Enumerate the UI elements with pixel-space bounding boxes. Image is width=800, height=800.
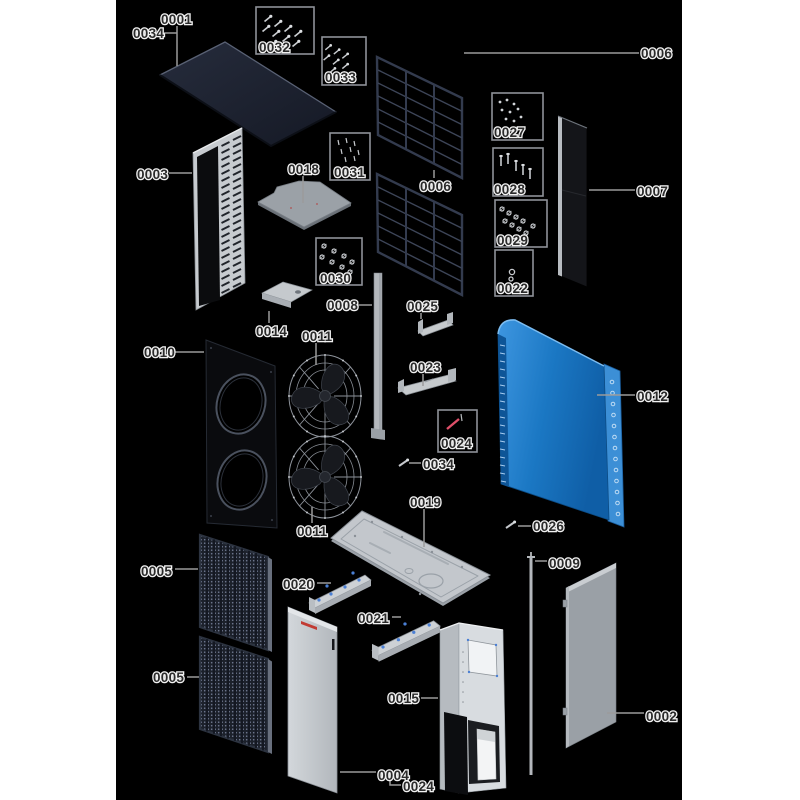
callout-0005-upper: 0005	[141, 564, 172, 579]
callout-0014: 0014	[256, 324, 287, 339]
hardware-box-0022	[494, 249, 534, 297]
callout-0021: 0021	[358, 611, 389, 626]
part-louvered-panel-0003	[192, 127, 246, 311]
callout-0002: 0002	[646, 709, 677, 724]
part-support-column-0008	[371, 272, 385, 440]
callout-0019: 0019	[410, 495, 441, 510]
callout-0020: 0020	[283, 577, 314, 592]
callout-0022: 0022	[497, 281, 528, 296]
hardware-box-0024	[437, 409, 478, 453]
callout-0011-lower: 0011	[297, 524, 328, 539]
hardware-box-0033	[321, 36, 367, 86]
callout-0018: 0018	[288, 162, 319, 177]
part-bracket-0023	[397, 368, 457, 396]
part-fan-panel-0010	[205, 339, 278, 529]
callout-0004: 0004	[378, 768, 409, 783]
callout-0011-upper: 0011	[302, 329, 333, 344]
red-pin	[446, 418, 460, 430]
callout-0009: 0009	[549, 556, 580, 571]
part-rear-panel-0002	[562, 562, 617, 749]
callout-0026: 0026	[533, 519, 564, 534]
part-bracket-0014	[261, 281, 313, 308]
callout-0006-mid: 0006	[420, 179, 451, 194]
callout-0012: 0012	[637, 389, 668, 404]
hardware-box-0027	[491, 92, 544, 141]
part-front-door-0004	[287, 606, 338, 794]
leader-lines	[164, 26, 644, 786]
part-top-cover-0001	[159, 41, 337, 148]
callout-0001: 0001	[161, 12, 192, 27]
callout-0024-bottom: 0024	[403, 779, 434, 794]
callout-0023: 0023	[410, 360, 441, 375]
callout-0032: 0032	[259, 40, 290, 55]
part-side-panel-0007	[557, 115, 588, 288]
callout-0028: 0028	[494, 182, 525, 197]
callout-0025: 0025	[407, 299, 438, 314]
part-top-plate-0018	[257, 180, 352, 230]
part-bracket-0025	[417, 312, 454, 337]
callout-0005-lower: 0005	[153, 670, 184, 685]
callout-0033: 0033	[325, 70, 356, 85]
hardware-box-0030	[315, 237, 363, 286]
part-base-plate-0019	[330, 510, 492, 606]
callout-0010: 0010	[144, 345, 175, 360]
part-rail-0020	[308, 571, 372, 614]
callout-0027: 0027	[494, 125, 525, 140]
callout-0029: 0029	[497, 233, 528, 248]
hardware-box-0028	[492, 147, 544, 197]
callout-0024-box: 0024	[441, 436, 472, 451]
callout-labels: 0034 0001 0032 0033 0006 0006 0027 0028 …	[132, 11, 679, 796]
callout-0007: 0007	[637, 184, 668, 199]
hardware-box-0032	[255, 6, 315, 55]
callout-0034-top: 0034	[133, 26, 164, 41]
callout-0031: 0031	[334, 165, 365, 180]
hardware-box-0029	[494, 199, 548, 248]
callout-0008: 0008	[327, 298, 358, 313]
callout-0030: 0030	[320, 271, 351, 286]
louver-slats	[221, 135, 242, 294]
callout-0003: 0003	[137, 167, 168, 182]
callout-0006-right: 0006	[641, 46, 672, 61]
hardware-box-0031	[329, 132, 371, 181]
callout-0034-mid: 0034	[423, 457, 454, 472]
part-rod-0009	[527, 552, 535, 775]
part-control-box-0015	[439, 622, 507, 795]
door-handle	[332, 639, 335, 650]
part-coil-0012	[497, 319, 625, 528]
part-rail-0021	[371, 620, 441, 662]
brand-logo	[301, 621, 317, 630]
callout-0015: 0015	[388, 691, 419, 706]
